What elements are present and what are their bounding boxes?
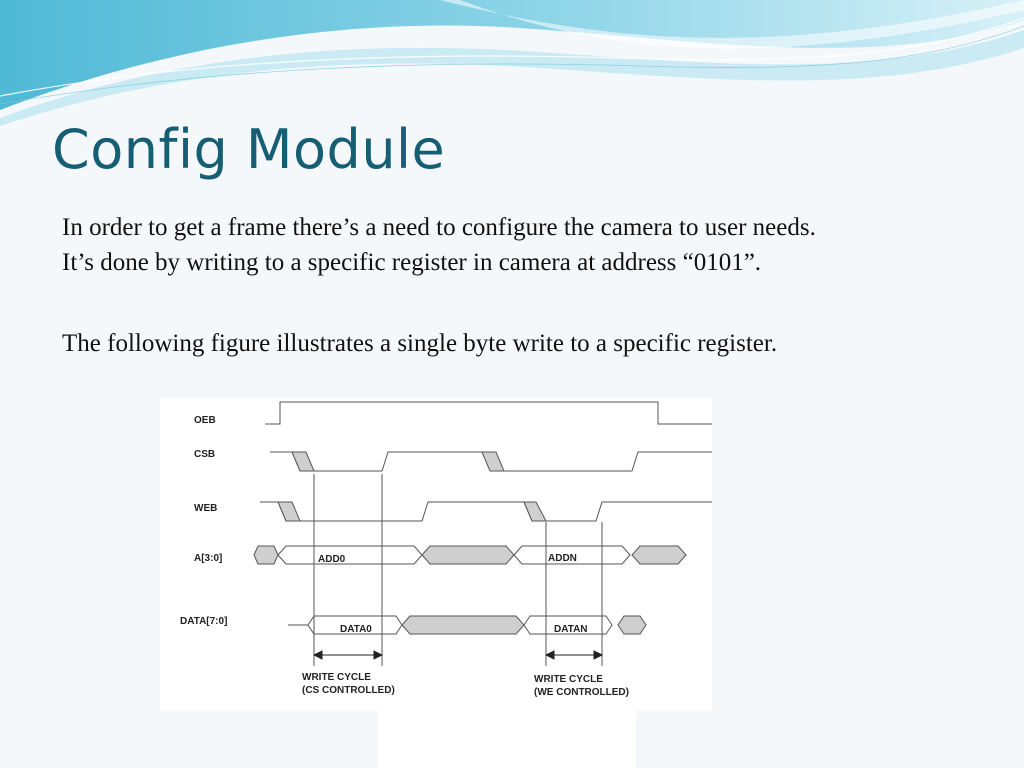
- bullet-figure-intro: The following figure illustrates a singl…: [62, 330, 778, 357]
- cycle2-arrow-right: [593, 650, 604, 660]
- signal-label-web: WEB: [194, 503, 217, 514]
- cycle1-caption-line1: WRITE CYCLE: [302, 672, 371, 683]
- data-invalid-2: [617, 615, 647, 635]
- slide-title: Config Module: [52, 118, 446, 181]
- csb-transition-1: [291, 451, 315, 472]
- addr-invalid-3: [631, 545, 687, 565]
- timing-diagram: OEB CSB WEB A[3:0] DATA[7:0] ADD0 ADDN D…: [160, 398, 712, 710]
- addr-addn-segment: [513, 545, 631, 565]
- cycle1-arrow-right: [373, 650, 384, 660]
- signal-label-oeb: OEB: [194, 415, 216, 426]
- cycle1-arrow-left: [312, 650, 323, 660]
- signal-label-data: DATA[7:0]: [180, 616, 227, 627]
- bullet-configure: In order to get a frame there’s a need t…: [62, 214, 816, 241]
- bullet-register-address: It’s done by writing to a specific regis…: [62, 249, 762, 276]
- bus-label-data0: DATA0: [340, 624, 372, 635]
- cycle2-caption-line1: WRITE CYCLE: [534, 674, 603, 685]
- cycle2-caption-line2: (WE CONTROLLED): [534, 687, 629, 698]
- web-transition-2: [523, 501, 547, 522]
- bus-label-datan: DATAN: [554, 624, 588, 635]
- addr-invalid-2: [421, 545, 515, 565]
- oeb-waveform: [265, 401, 712, 425]
- slide-body: In order to get a frame there’s a need t…: [62, 210, 962, 361]
- addr-invalid-1: [253, 545, 279, 565]
- csb-waveform: [270, 451, 490, 472]
- timing-diagram-svg: OEB CSB WEB A[3:0] DATA[7:0] ADD0 ADDN D…: [180, 401, 712, 698]
- signal-label-address: A[3:0]: [194, 553, 222, 564]
- figure-strip: [378, 710, 636, 768]
- data-invalid-1: [401, 615, 525, 635]
- addr-add0-segment: [277, 545, 423, 565]
- web-transition-1: [277, 501, 301, 522]
- signal-label-csb: CSB: [194, 449, 215, 460]
- cycle1-caption-line2: (CS CONTROLLED): [302, 685, 395, 696]
- bus-label-addn: ADDN: [548, 553, 577, 564]
- bus-label-add0: ADD0: [318, 554, 346, 565]
- cycle2-arrow-left: [544, 650, 555, 660]
- csb-waveform-2: [481, 451, 712, 472]
- csb-transition-2: [481, 451, 505, 472]
- web-waveform: [260, 501, 712, 522]
